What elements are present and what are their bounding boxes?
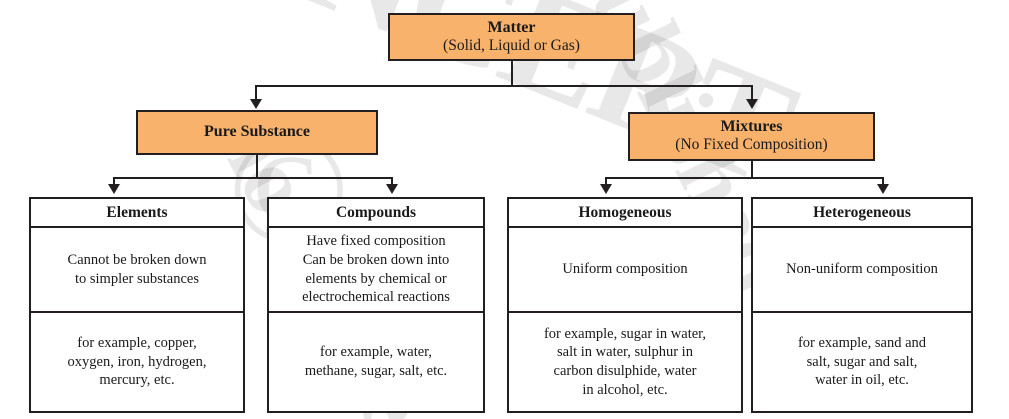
node-pure-substance: Pure Substance <box>136 110 378 155</box>
leaf-definition-elements: Cannot be broken down to simpler substan… <box>31 228 243 313</box>
connector-pure-substance-crossbar <box>114 177 393 179</box>
leaf-example-line: in alcohol, etc. <box>582 381 668 398</box>
leaf-example-line: oxygen, iron, hydrogen, <box>67 353 207 370</box>
node-mixtures: Mixtures (No Fixed Composition) <box>628 112 875 161</box>
leaf-header-elements: Elements <box>31 199 243 228</box>
leaf-definition-homogeneous: Uniform composition <box>509 228 741 313</box>
leaf-definition-line: Have fixed composition <box>306 233 446 250</box>
leaf-example-line: for example, sand and <box>797 335 927 352</box>
leaf-header-heterogeneous: Heterogeneous <box>753 199 971 228</box>
leaf-examples-homogeneous: for example, sugar in water, salt in wat… <box>509 313 741 411</box>
arrow-matter-to-mixtures <box>746 99 758 109</box>
leaf-examples-elements: for example, copper, oxygen, iron, hydro… <box>31 313 243 411</box>
leaf-header-compounds: Compounds <box>269 199 483 228</box>
connector-pure-substance-stem <box>256 155 258 178</box>
node-matter: Matter (Solid, Liquid or Gas) <box>388 13 635 61</box>
leaf-example-line: mercury, etc. <box>99 372 175 389</box>
connector-mixtures-to-homogeneous-drop <box>605 177 607 186</box>
arrow-matter-to-pure-substance <box>250 99 262 109</box>
node-matter-subtitle: (Solid, Liquid or Gas) <box>443 36 580 54</box>
arrow-pure-to-compounds <box>386 184 398 194</box>
leaf-examples-compounds: for example, water, methane, sugar, salt… <box>269 313 483 411</box>
connector-pure-to-elements-drop <box>113 177 115 186</box>
leaf-header-homogeneous: Homogeneous <box>509 199 741 228</box>
leaf-example-line: for example, water, <box>319 344 433 361</box>
leaf-example-line: salt in water, sulphur in <box>557 344 693 361</box>
leaf-definition-line: Cannot be broken down <box>67 251 207 268</box>
connector-matter-to-mixtures-drop <box>751 85 753 101</box>
leaf-column-homogeneous: Homogeneous Uniform composition for exam… <box>507 197 743 413</box>
connector-mixtures-stem <box>751 161 753 178</box>
node-matter-title: Matter <box>487 18 536 36</box>
leaf-column-heterogeneous: Heterogeneous Non-uniform composition fo… <box>751 197 973 413</box>
connector-matter-crossbar <box>256 85 752 87</box>
node-mixtures-title: Mixtures <box>720 118 783 135</box>
connector-matter-to-pure-drop <box>255 85 257 101</box>
arrow-mixtures-to-heterogeneous <box>877 184 889 194</box>
leaf-definition-line: Can be broken down into <box>302 251 450 268</box>
leaf-definition-heterogeneous: Non-uniform composition <box>753 228 971 313</box>
node-pure-substance-title: Pure Substance <box>204 123 310 141</box>
leaf-example-line: methane, sugar, salt, etc. <box>304 363 448 379</box>
leaf-column-elements: Elements Cannot be broken down to simple… <box>29 197 245 413</box>
connector-matter-stem <box>511 61 513 86</box>
leaf-definition-compounds: Have fixed composition Can be broken dow… <box>269 228 483 313</box>
node-mixtures-subtitle: (No Fixed Composition) <box>675 136 828 154</box>
leaf-column-compounds: Compounds Have fixed composition Can be … <box>267 197 485 413</box>
arrow-pure-to-elements <box>108 184 120 194</box>
leaf-example-line: for example, sugar in water, <box>543 325 707 342</box>
connector-pure-to-compounds-drop <box>391 177 393 186</box>
leaf-definition-line: Uniform composition <box>562 261 688 278</box>
leaf-examples-heterogeneous: for example, sand and salt, sugar and sa… <box>753 313 971 411</box>
leaf-example-line: for example, copper, <box>77 335 197 352</box>
connector-mixtures-crossbar <box>606 177 884 179</box>
arrow-mixtures-to-homogeneous <box>600 184 612 194</box>
connector-mixtures-to-heterogeneous-drop <box>882 177 884 186</box>
leaf-definition-line: to simpler substances <box>74 270 200 287</box>
leaf-definition-line: electrochemical reactions <box>302 289 450 306</box>
leaf-example-line: salt, sugar and salt, <box>806 353 918 370</box>
leaf-definition-line: elements by chemical or <box>305 270 447 287</box>
leaf-example-line: carbon disulphide, water <box>553 363 697 379</box>
leaf-definition-line: Non-uniform composition <box>786 261 938 278</box>
leaf-example-line: water in oil, etc. <box>815 372 909 389</box>
